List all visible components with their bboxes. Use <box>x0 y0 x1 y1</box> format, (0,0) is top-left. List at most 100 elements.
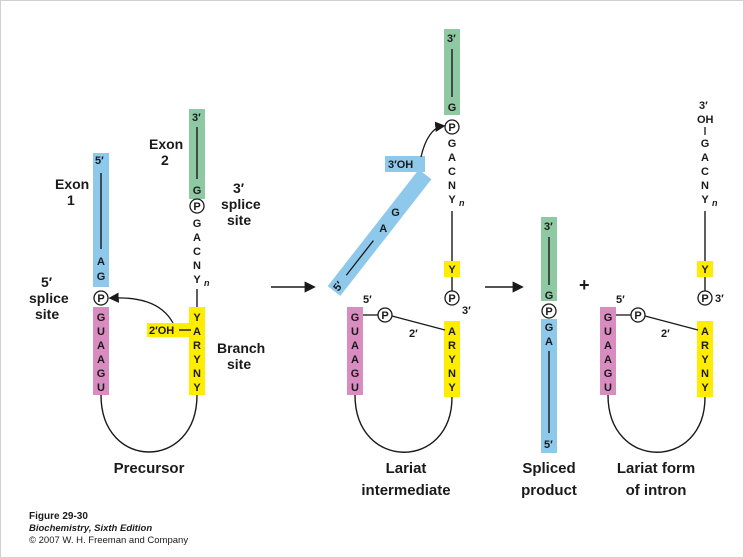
nt: Y <box>193 382 201 394</box>
phosphate-label: P <box>381 310 388 322</box>
branch-label: Branch <box>217 340 265 356</box>
caption-lariat-intron: Lariat form <box>617 460 695 477</box>
exon1-nt-a: A <box>97 256 105 268</box>
phosphate-label: P <box>193 201 200 213</box>
nt: G <box>351 368 360 380</box>
caption-spliced-product: product <box>521 482 577 499</box>
three-prime: 3′ <box>715 293 724 305</box>
phosphate-label: P <box>634 310 641 322</box>
three-prime: 3′ <box>462 305 471 317</box>
lariat-intermediate-panel: 3′ G P G A C N Y n Y P 3′ A R Y N Y 5′ G… <box>327 29 471 499</box>
nt: G <box>97 368 106 380</box>
intron-loop-4 <box>607 394 706 453</box>
y-tag <box>444 261 460 277</box>
attack-arrow <box>108 292 174 324</box>
nt: N <box>448 368 456 380</box>
nt: G <box>604 368 613 380</box>
nt: A <box>379 223 387 235</box>
nt: G <box>448 102 457 114</box>
branch-bar-4 <box>697 321 713 397</box>
three-oh-box <box>385 156 425 172</box>
nt: G <box>97 312 106 324</box>
three-prime: 3′ <box>544 221 553 233</box>
nt: R <box>193 340 201 352</box>
nt: A <box>97 340 105 352</box>
phosphate-label: P <box>701 293 708 305</box>
phosphate-label: P <box>448 293 455 305</box>
branch-bar-2 <box>444 321 460 397</box>
phosphate-label: P <box>448 122 455 134</box>
nt: A <box>97 354 105 366</box>
nt: A <box>351 354 359 366</box>
phosphate-label: P <box>545 306 552 318</box>
nt: A <box>193 326 201 338</box>
two-oh-tag <box>147 323 193 337</box>
three-oh-label: 3′OH <box>388 159 413 171</box>
lariat-bond <box>391 315 446 331</box>
caption-lariat-intermediate: Lariat <box>386 460 427 477</box>
nt: A <box>193 232 201 244</box>
caption-spliced-product: Spliced <box>522 460 575 477</box>
intron-5-bar-4 <box>600 307 616 395</box>
nt: N <box>701 180 709 192</box>
five-prime: 5′ <box>363 294 372 306</box>
spliced-product-panel: 3′ G P G A 5′ Spliced product <box>521 217 577 499</box>
splice5-label: splice <box>29 290 69 306</box>
nt: Y <box>193 312 201 324</box>
exon1-5prime: 5′ <box>95 155 104 167</box>
splice3-label: splice <box>221 196 261 212</box>
intron-5-bar-2 <box>347 307 363 395</box>
y-tag <box>697 261 713 277</box>
phosphate-3splice <box>189 198 205 214</box>
nt: G <box>351 312 360 324</box>
book-title: Biochemistry, Sixth Edition <box>29 523 153 534</box>
nt: G <box>391 207 400 219</box>
nt: R <box>448 340 456 352</box>
nt: A <box>604 340 612 352</box>
five-prime: 5′ <box>616 294 625 306</box>
nt: A <box>604 354 612 366</box>
nt: C <box>448 166 456 178</box>
nt: G <box>545 322 554 334</box>
nt: U <box>351 326 359 338</box>
nt: A <box>448 152 456 164</box>
plus-sign: + <box>579 275 590 295</box>
nt: N <box>701 368 709 380</box>
nt: A <box>701 152 709 164</box>
nt: A <box>545 336 553 348</box>
exon1-label: Exon <box>55 176 89 192</box>
nt: Y <box>701 264 709 276</box>
two-prime: 2′ <box>409 328 418 340</box>
three-oh-free: OH <box>697 114 714 126</box>
lariat-bond <box>644 315 699 331</box>
splice5-label: site <box>35 306 59 322</box>
caption-lariat-intron: of intron <box>626 482 687 499</box>
two-prime: 2′ <box>661 328 670 340</box>
phosphate <box>697 290 713 306</box>
nt: Y <box>448 264 456 276</box>
nt: Y <box>193 274 201 286</box>
nt: A <box>701 326 709 338</box>
caption-lariat-intermediate: intermediate <box>361 482 450 499</box>
nt-subscript: n <box>204 278 210 288</box>
phosphate <box>541 303 557 319</box>
nt: Y <box>701 382 709 394</box>
nt: R <box>701 340 709 352</box>
figure-number: Figure 29-30 <box>29 511 88 522</box>
splice3-label: 3′ <box>233 180 245 196</box>
intron-5-end-bar <box>93 307 109 395</box>
splice3-label: site <box>227 212 251 228</box>
intron-loop <box>100 394 198 453</box>
nt: G <box>701 138 710 150</box>
five-prime: 5′ <box>544 439 553 451</box>
nt-subscript: n <box>459 198 465 208</box>
precursor-panel: 5′ A G P G U A A G U 3′ G P G A C N Y n … <box>29 109 265 477</box>
nt: U <box>97 326 105 338</box>
nt: A <box>448 326 456 338</box>
caption-precursor: Precursor <box>114 460 185 477</box>
three-prime: 3′ <box>447 33 456 45</box>
lariat-intron-panel: 3′ OH G A C N Y n Y P 3′ A R Y N Y 5′ G … <box>600 100 724 499</box>
nt: C <box>701 166 709 178</box>
nt: U <box>97 382 105 394</box>
